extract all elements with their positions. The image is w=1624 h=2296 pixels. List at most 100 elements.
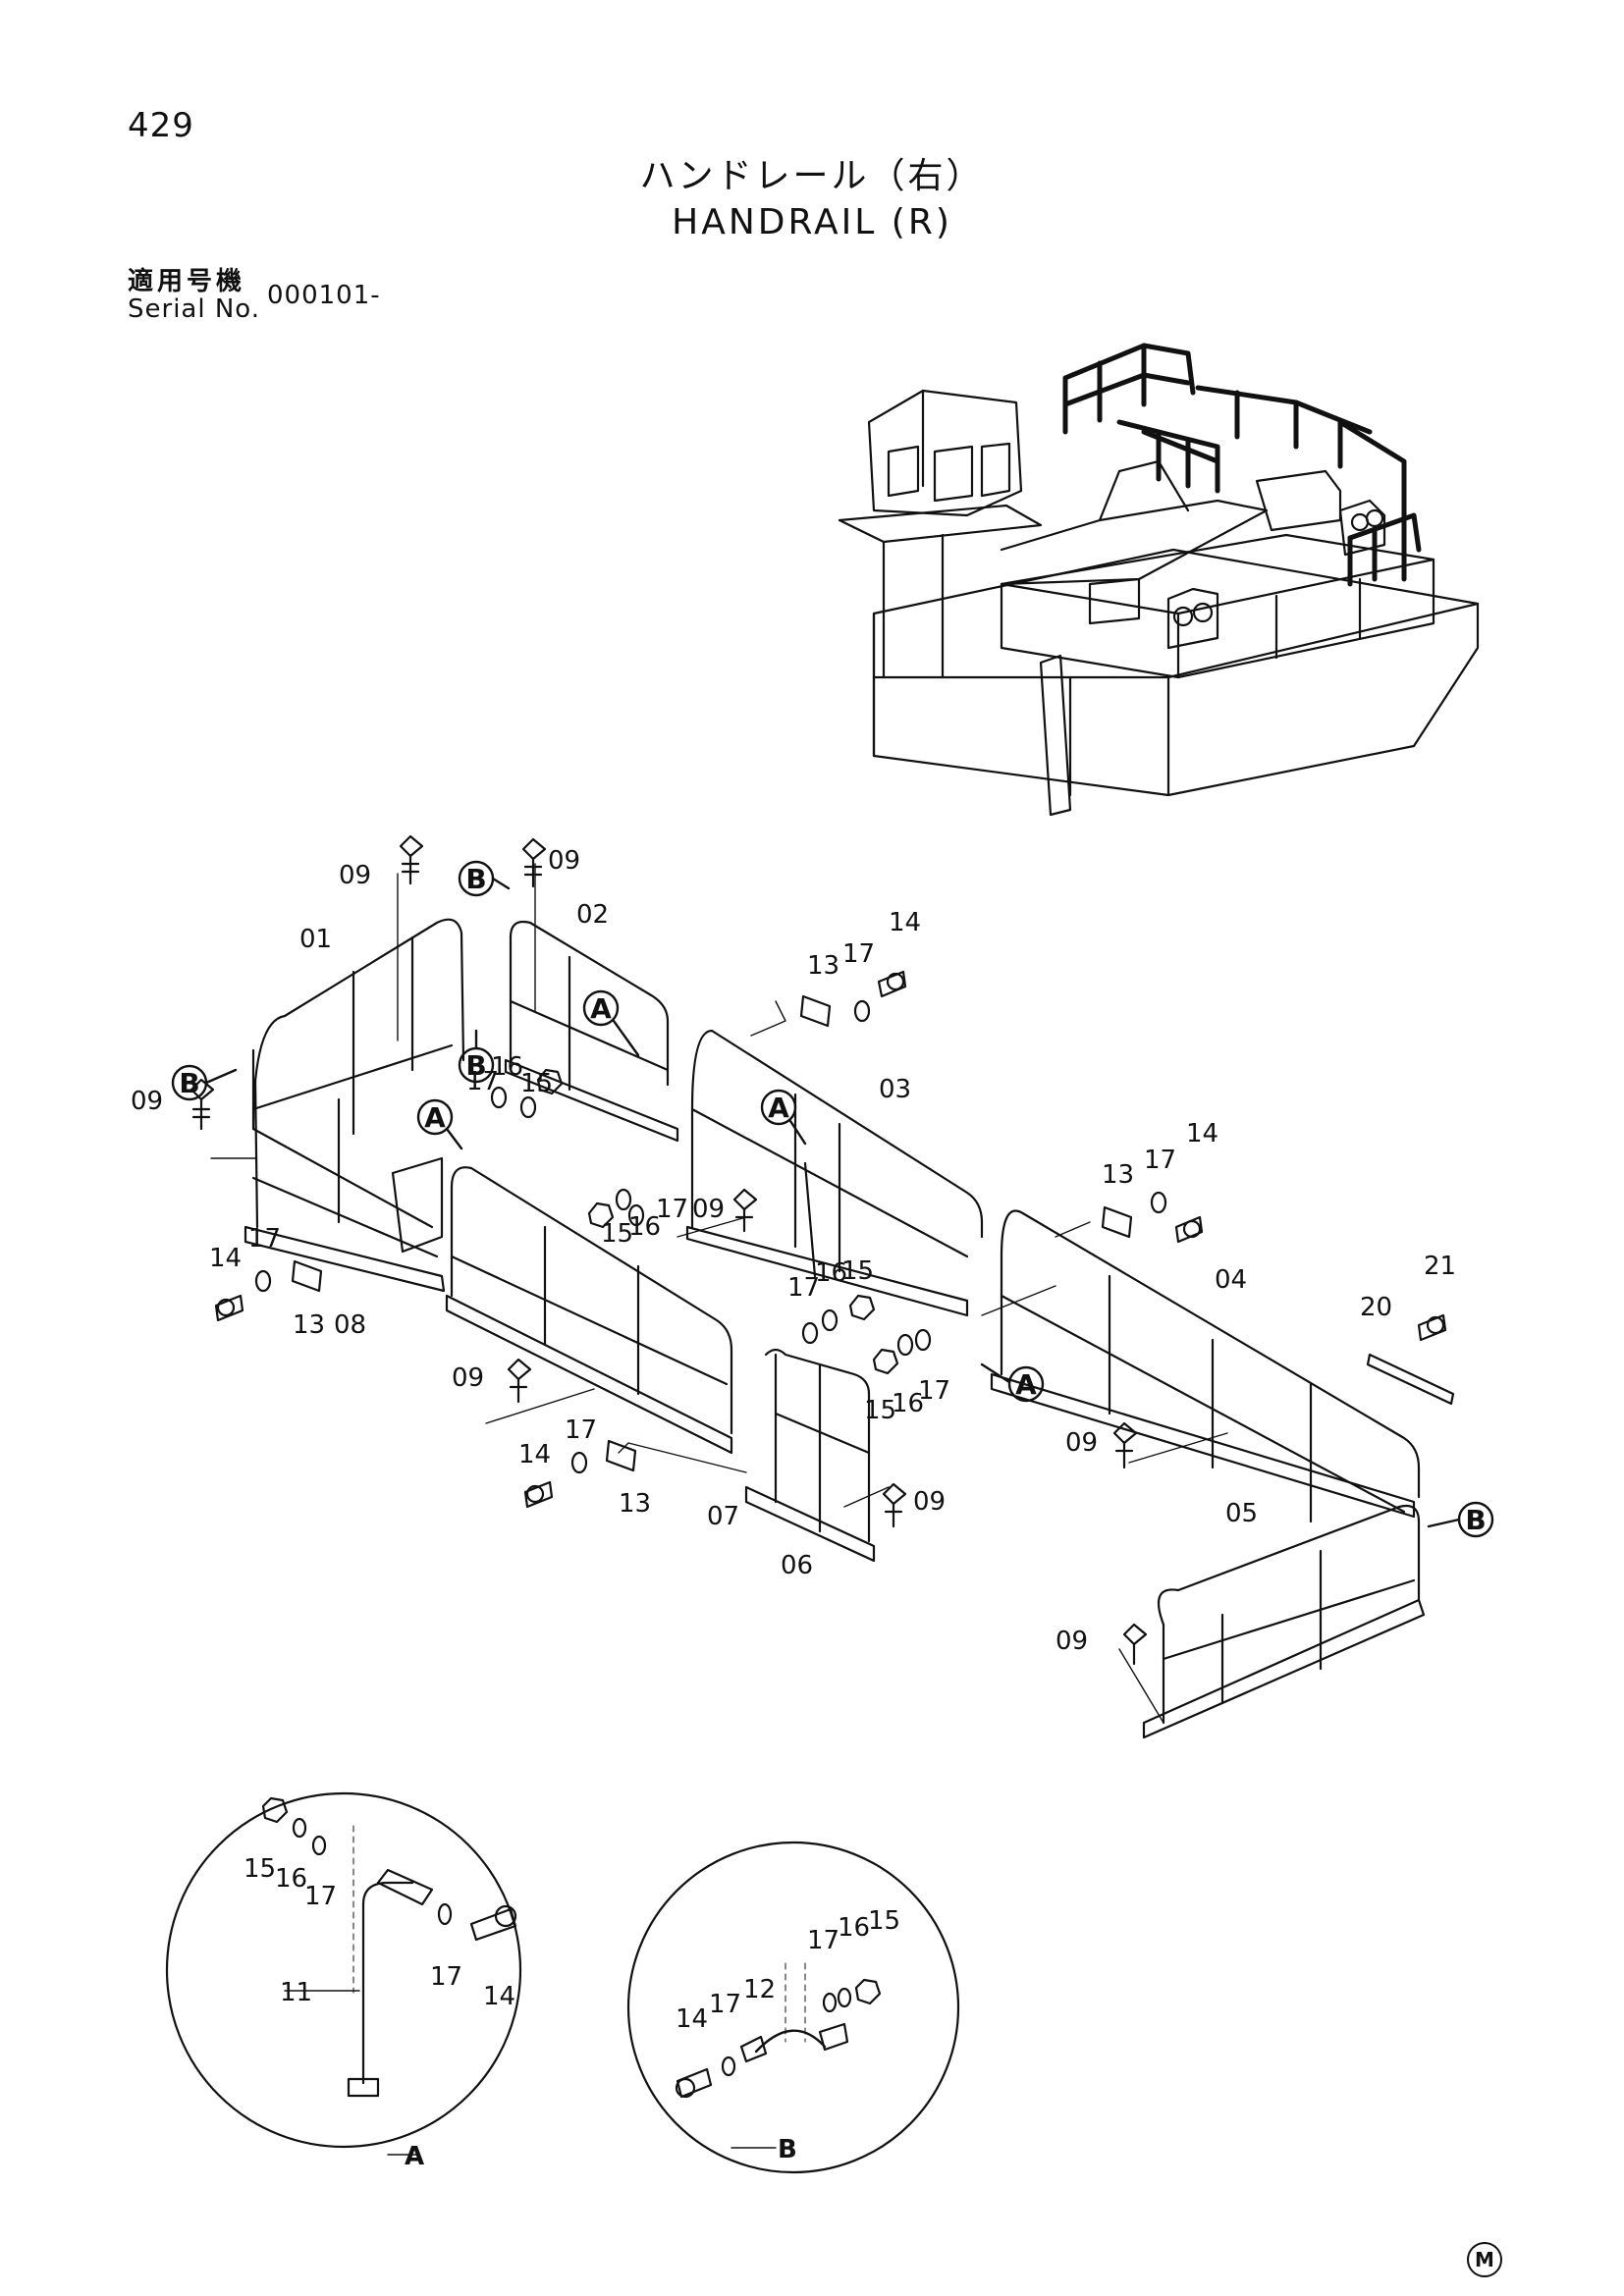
label-17-a: 17: [842, 939, 875, 969]
label-14-b: 14: [1186, 1119, 1218, 1148]
label-09-c: 09: [131, 1087, 163, 1116]
label-17-g: 17: [787, 1273, 820, 1303]
detail-a-label-11: 11: [280, 1978, 312, 2007]
page-number: 429: [128, 106, 194, 145]
machine-overview: [838, 343, 1480, 817]
label-09-g: 09: [1065, 1428, 1098, 1458]
part-08: [391, 1156, 444, 1254]
part-20: [1366, 1353, 1455, 1406]
handrail-assembly: B B B B A A A A 09 09 09 09 09 09 09 09 …: [131, 834, 1494, 1739]
detail-b-label-15: 15: [868, 1906, 900, 1936]
bolt-14-a: [877, 970, 907, 998]
rail-05: [1142, 1504, 1426, 1739]
bolt-09-e: [507, 1358, 532, 1404]
page-title-en: HANDRAIL (R): [672, 202, 952, 242]
callout-a-2-text: A: [424, 1101, 446, 1134]
callout-a-1: [582, 989, 620, 1027]
label-16-g: 16: [815, 1258, 847, 1288]
manufacturer-mark: M: [1467, 2242, 1502, 2277]
label-06: 06: [781, 1551, 813, 1580]
label-17-b: 17: [1144, 1146, 1176, 1175]
label-13-d: 13: [619, 1489, 651, 1519]
label-16-f: 16: [628, 1212, 661, 1242]
bolt-14-d: [523, 1480, 554, 1509]
detail-b-label-14: 14: [676, 2004, 708, 2034]
bolt-21: [1417, 1313, 1447, 1342]
label-15-e: 15: [520, 1069, 553, 1098]
serial-value: 000101-: [267, 281, 381, 310]
rail-07: [445, 1166, 733, 1455]
callout-a-3: [760, 1089, 797, 1126]
detail-b-label-16: 16: [838, 1913, 870, 1943]
label-09-f: 09: [913, 1487, 946, 1517]
label-17-d: 17: [565, 1415, 597, 1445]
label-04: 04: [1215, 1265, 1247, 1295]
detail-b: 14 17 12 17 16 15 B: [626, 1841, 960, 2174]
callout-b-1-text: B: [465, 863, 486, 895]
detail-b-label-12: 12: [743, 1975, 776, 2004]
label-17-c: 17: [248, 1224, 281, 1254]
callout-a-2: [416, 1098, 454, 1136]
plate-13-d: [605, 1439, 637, 1472]
label-05: 05: [1225, 1499, 1258, 1528]
plate-13-a: [799, 994, 832, 1028]
detail-a-label-15: 15: [244, 1854, 276, 1884]
rail-03: [685, 1029, 984, 1317]
label-21: 21: [1424, 1252, 1456, 1281]
serial-label-jp: 適用号機: [128, 267, 246, 296]
detail-b-label-17a: 17: [709, 1990, 741, 2019]
label-17-f: 17: [656, 1195, 688, 1224]
label-13-b: 13: [1102, 1160, 1134, 1190]
plate-13-b: [1101, 1205, 1133, 1239]
page-title-jp: ハンドレール（右）: [639, 156, 985, 196]
detail-a: 15 16 17 11 17 14 A: [165, 1791, 522, 2171]
callout-a-4-text: A: [1015, 1368, 1037, 1401]
label-16-h: 16: [892, 1389, 924, 1418]
label-20: 20: [1360, 1293, 1392, 1322]
label-09-a: 09: [339, 861, 371, 890]
bolt-09-d: [732, 1188, 758, 1233]
label-09-h: 09: [1056, 1627, 1088, 1656]
detail-a-label-16: 16: [275, 1864, 307, 1894]
rail-06: [744, 1348, 876, 1563]
detail-a-title: A: [405, 2142, 424, 2171]
label-03: 03: [879, 1075, 911, 1104]
label-15-g: 15: [841, 1256, 874, 1286]
rail-02: [504, 920, 679, 1143]
label-09-d: 09: [692, 1195, 725, 1224]
callout-a-1-text: A: [590, 992, 612, 1025]
detail-b-label-17b: 17: [807, 1926, 839, 1955]
label-17-e: 17: [466, 1067, 499, 1096]
label-09-b: 09: [548, 846, 580, 876]
label-13-c: 13: [293, 1310, 325, 1340]
bolt-09-b: [521, 837, 547, 888]
plate-13-c: [291, 1259, 323, 1293]
label-15-f: 15: [601, 1219, 633, 1249]
bolt-09-h: [1122, 1623, 1148, 1666]
label-08: 08: [334, 1310, 366, 1340]
label-14-a: 14: [889, 908, 921, 937]
detail-a-label-17b: 17: [430, 1962, 462, 1992]
detail-a-label-14: 14: [483, 1982, 515, 2011]
detail-b-title: B: [778, 2135, 797, 2164]
bolt-14-c: [214, 1294, 244, 1322]
rail-01: [244, 918, 465, 1293]
label-15-h: 15: [864, 1396, 896, 1425]
bolt-14-b: [1174, 1215, 1204, 1244]
bolt-09-a: [399, 834, 424, 885]
bolt-09-g: [1112, 1421, 1138, 1469]
serial-label-en: Serial No.: [128, 294, 260, 324]
callout-a-4: [1007, 1365, 1045, 1403]
label-01: 01: [299, 925, 332, 954]
callout-b-2-text: B: [465, 1049, 486, 1082]
bolt-09-f: [882, 1482, 907, 1528]
label-09-e: 09: [452, 1363, 484, 1393]
label-13-a: 13: [807, 951, 839, 981]
label-14-c: 14: [209, 1244, 242, 1273]
rail-04: [990, 1209, 1421, 1523]
label-02: 02: [576, 900, 609, 930]
label-17-h: 17: [918, 1376, 950, 1406]
callout-a-3-text: A: [768, 1092, 789, 1124]
detail-a-label-17a: 17: [304, 1882, 337, 1911]
